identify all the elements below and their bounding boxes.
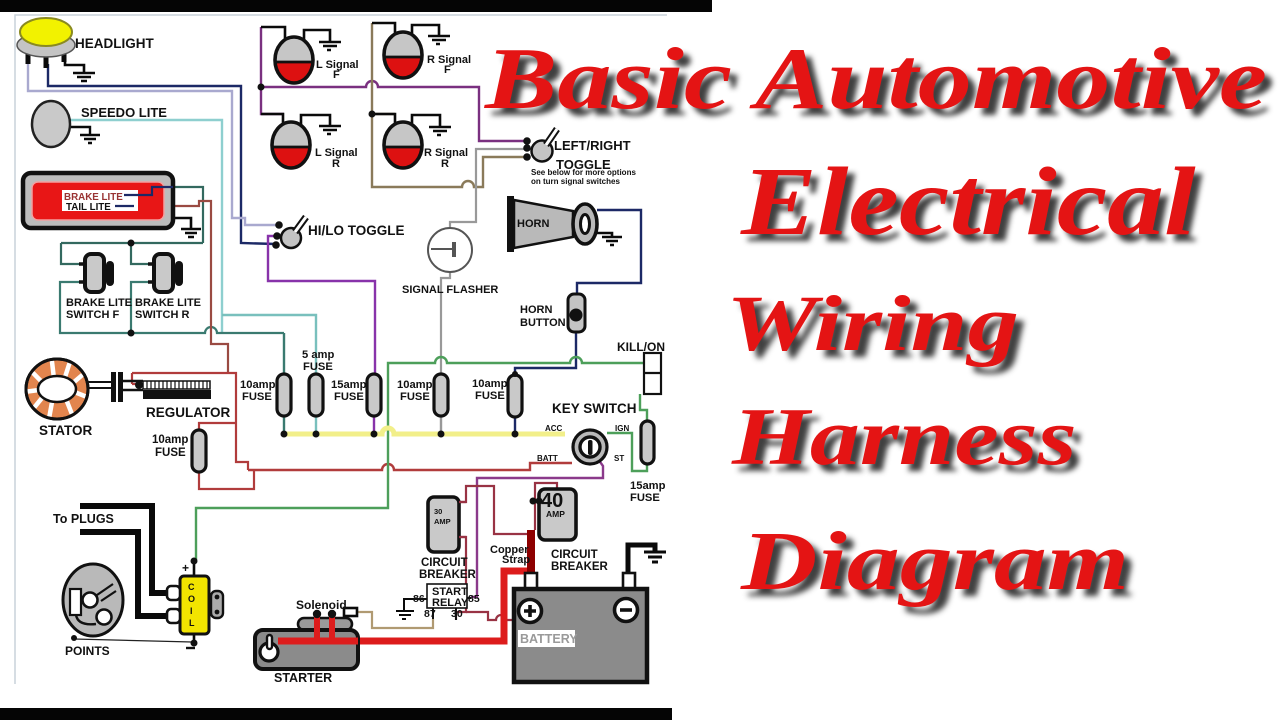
svg-text:KEY SWITCH: KEY SWITCH xyxy=(552,401,637,416)
svg-text:C: C xyxy=(188,582,195,592)
svg-text:BATT: BATT xyxy=(537,454,558,463)
svg-text:SWITCH F: SWITCH F xyxy=(66,309,119,321)
svg-text:BUTTON: BUTTON xyxy=(520,317,566,329)
svg-text:Copper: Copper xyxy=(490,544,529,556)
svg-text:See below for more options: See below for more options xyxy=(531,168,636,177)
svg-text:FUSE: FUSE xyxy=(630,492,660,504)
svg-text:FUSE: FUSE xyxy=(400,391,430,403)
svg-text:CIRCUIT: CIRCUIT xyxy=(551,549,598,561)
svg-text:CIRCUIT: CIRCUIT xyxy=(421,557,468,569)
svg-text:R Signal: R Signal xyxy=(424,147,468,159)
svg-text:To PLUGS: To PLUGS xyxy=(53,512,114,526)
svg-text:I: I xyxy=(190,606,193,616)
svg-text:SIGNAL FLASHER: SIGNAL FLASHER xyxy=(402,284,498,296)
svg-text:FUSE: FUSE xyxy=(155,447,186,459)
svg-text:BATTERY: BATTERY xyxy=(520,632,578,646)
svg-text:F: F xyxy=(333,69,340,81)
svg-text:KILL/ON: KILL/ON xyxy=(617,340,665,354)
svg-text:R: R xyxy=(332,158,340,170)
svg-text:HEADLIGHT: HEADLIGHT xyxy=(75,36,154,51)
svg-text:REGULATOR: REGULATOR xyxy=(146,405,231,420)
svg-text:BRAKE LITE: BRAKE LITE xyxy=(135,297,201,309)
svg-text:15amp: 15amp xyxy=(331,379,367,391)
svg-text:10amp: 10amp xyxy=(152,434,188,446)
svg-text:START: START xyxy=(432,586,468,598)
svg-text:ACC: ACC xyxy=(545,424,563,433)
svg-text:BRAKE LITE: BRAKE LITE xyxy=(66,297,132,309)
svg-text:HORN: HORN xyxy=(520,304,552,316)
svg-text:L Signal: L Signal xyxy=(315,147,358,159)
svg-text:SWITCH R: SWITCH R xyxy=(135,309,189,321)
svg-text:FUSE: FUSE xyxy=(242,391,272,403)
svg-text:O: O xyxy=(188,594,195,604)
svg-text:AMP: AMP xyxy=(434,517,451,526)
svg-text:L: L xyxy=(189,618,195,628)
svg-text:IGN: IGN xyxy=(615,424,629,433)
svg-text:10amp: 10amp xyxy=(472,378,508,390)
svg-text:+: + xyxy=(182,561,189,575)
svg-text:87: 87 xyxy=(424,608,436,620)
svg-text:TOGGLE: TOGGLE xyxy=(556,157,611,172)
svg-text:BREAKER: BREAKER xyxy=(551,561,609,573)
svg-text:STARTER: STARTER xyxy=(274,671,332,685)
svg-text:10amp: 10amp xyxy=(240,379,276,391)
svg-text:FUSE: FUSE xyxy=(475,390,505,402)
svg-text:BRAKE LITE: BRAKE LITE xyxy=(64,192,123,203)
svg-text:F: F xyxy=(444,64,451,76)
svg-text:SPEEDO LITE: SPEEDO LITE xyxy=(81,105,167,120)
svg-text:TAIL LITE: TAIL LITE xyxy=(66,202,111,213)
svg-text:10amp: 10amp xyxy=(397,379,433,391)
svg-text:30: 30 xyxy=(434,507,442,516)
svg-text:LEFT/RIGHT: LEFT/RIGHT xyxy=(554,138,631,153)
svg-text:85: 85 xyxy=(468,593,480,605)
svg-text:L Signal: L Signal xyxy=(316,59,359,71)
svg-text:AMP: AMP xyxy=(546,509,565,519)
svg-text:FUSE: FUSE xyxy=(334,391,364,403)
svg-text:RELAY: RELAY xyxy=(432,597,469,609)
svg-text:5 amp: 5 amp xyxy=(302,349,334,361)
svg-text:BREAKER: BREAKER xyxy=(419,569,477,581)
svg-text:Strap: Strap xyxy=(502,554,530,566)
svg-text:15amp: 15amp xyxy=(630,480,666,492)
svg-text:on turn signal switches: on turn signal switches xyxy=(531,177,620,186)
svg-text:HI/LO TOGGLE: HI/LO TOGGLE xyxy=(308,223,405,238)
svg-text:86: 86 xyxy=(413,593,425,605)
svg-text:POINTS: POINTS xyxy=(65,644,110,658)
svg-text:FUSE: FUSE xyxy=(303,361,333,373)
svg-text:40: 40 xyxy=(541,490,563,512)
svg-text:Solenoid: Solenoid xyxy=(296,598,347,612)
svg-text:R: R xyxy=(441,158,449,170)
svg-text:30: 30 xyxy=(451,608,463,620)
svg-text:STATOR: STATOR xyxy=(39,423,92,438)
svg-text:R Signal: R Signal xyxy=(427,54,471,66)
svg-text:HORN: HORN xyxy=(517,218,549,230)
svg-text:ST: ST xyxy=(614,454,624,463)
